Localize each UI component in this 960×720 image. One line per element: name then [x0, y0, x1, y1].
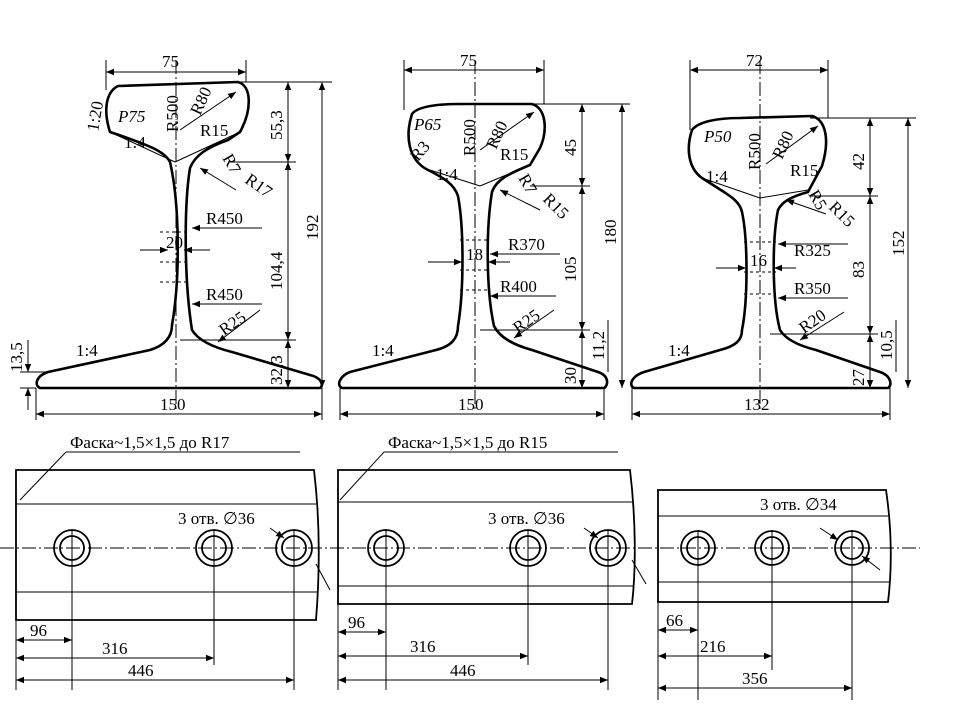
dim-first-hole: 66 [666, 611, 683, 630]
foot-edge-label: 11,2 [589, 331, 608, 360]
head-height-label: 45 [561, 139, 580, 156]
radius-web-upper-label: R325 [794, 241, 831, 260]
rail-profile-p65: 18 75 150 180 45 105 30 11,2 P65 R3 R500… [337, 51, 630, 420]
chamfer-note: Фаска~1,5×1,5 до R17 [70, 433, 230, 452]
radius-head-underside-label: R15 [539, 189, 572, 222]
radius-crown-label: R80 [768, 128, 797, 162]
dim-third-hole: 356 [742, 669, 768, 688]
foot-edge-label: 13,5 [7, 342, 26, 372]
radius-web-fillet-label: R7 [219, 151, 246, 178]
profile-name-label: P50 [703, 127, 732, 146]
head-width-label: 72 [746, 51, 763, 70]
base-width-label: 132 [744, 395, 770, 414]
height-label: 152 [889, 231, 908, 257]
rail-outline [630, 114, 892, 390]
web-height-label: 83 [849, 261, 868, 278]
foot-height-label: 32,3 [267, 355, 286, 385]
bolt-holes-panel-3: 3 отв. ∅34 66 216 356 [657, 489, 892, 700]
radius-web-upper-label: R450 [206, 209, 243, 228]
slope-head-under-label: 1:4 [436, 165, 458, 184]
web-height-label: 105 [561, 257, 580, 283]
radius-web-lower-label: R400 [500, 277, 537, 296]
radius-head-corner-label: R15 [790, 161, 818, 180]
rail-profile-p50: 16 72 132 152 42 83 27 10,5 P50 R500 R80… [630, 51, 916, 420]
base-width-label: 150 [458, 395, 484, 414]
foot-height-label: 30 [561, 367, 580, 384]
slope-head-under-label: 1:4 [124, 133, 146, 152]
holes-note: 3 отв. ∅34 [760, 495, 837, 514]
height-label: 192 [303, 215, 322, 241]
dim-second-hole: 216 [700, 637, 726, 656]
radius-web-lower-label: R350 [794, 279, 831, 298]
rail-profile-p75: 20 75 150 192 55,3 104,4 32,3 13,5 P75 R… [7, 52, 332, 420]
radius-crown-label: R80 [186, 84, 215, 118]
rail-outline [35, 80, 324, 390]
head-width-label: 75 [460, 51, 477, 70]
rail-outline [337, 102, 609, 390]
dim-third-hole: 446 [450, 661, 476, 680]
dim-first-hole: 96 [348, 613, 365, 632]
web-thickness-label: 20 [166, 233, 183, 252]
bolt-holes-panel-2: Фаска~1,5×1,5 до R15 3 отв. ∅36 96 316 4… [337, 433, 647, 690]
radius-head-corner-label: R15 [200, 121, 228, 140]
radius-web-upper-label: R370 [508, 235, 545, 254]
slope-foot-label: 1:4 [372, 341, 394, 360]
radius-head-underside-label: R17 [242, 170, 277, 202]
slope-head-under-label: 1:4 [706, 167, 728, 186]
slope-foot-label: 1:4 [76, 341, 98, 360]
radius-small-label: R3 [407, 137, 434, 164]
radius-top-label: R500 [460, 119, 479, 156]
foot-edge-label: 10,5 [877, 330, 896, 360]
chamfer-note: Фаска~1,5×1,5 до R15 [388, 433, 547, 452]
radius-web-lower-label: R450 [206, 285, 243, 304]
radius-web-fillet-label: R7 [515, 171, 542, 198]
web-thickness-label: 18 [466, 245, 483, 264]
head-height-label: 55,3 [267, 110, 286, 140]
bolt-holes-panel-1: Фаска~1,5×1,5 до R17 3 отв. ∅36 96 316 4… [15, 433, 331, 690]
dim-third-hole: 446 [128, 661, 154, 680]
radius-foot-fillet-label: R25 [215, 307, 249, 339]
web-height-label: 104,4 [267, 251, 286, 290]
web-thickness-label: 16 [750, 251, 767, 270]
holes-note: 3 отв. ∅36 [178, 509, 255, 528]
radius-top-label: R500 [163, 95, 182, 132]
radius-top-label: R500 [745, 133, 764, 170]
height-label: 180 [601, 220, 620, 246]
radius-head-corner-label: R15 [500, 145, 528, 164]
dim-first-hole: 96 [30, 621, 47, 640]
head-width-label: 75 [162, 52, 179, 71]
dim-second-hole: 316 [102, 639, 128, 658]
holes-note: 3 отв. ∅36 [488, 509, 565, 528]
slope-head-side-label: 1:20 [83, 100, 107, 133]
profile-name-label: P65 [413, 115, 441, 134]
dim-second-hole: 316 [410, 637, 436, 656]
foot-height-label: 27 [849, 369, 868, 387]
base-width-label: 150 [160, 395, 186, 414]
slope-foot-label: 1:4 [668, 341, 690, 360]
profile-name-label: P75 [117, 107, 145, 126]
head-height-label: 42 [849, 153, 868, 170]
